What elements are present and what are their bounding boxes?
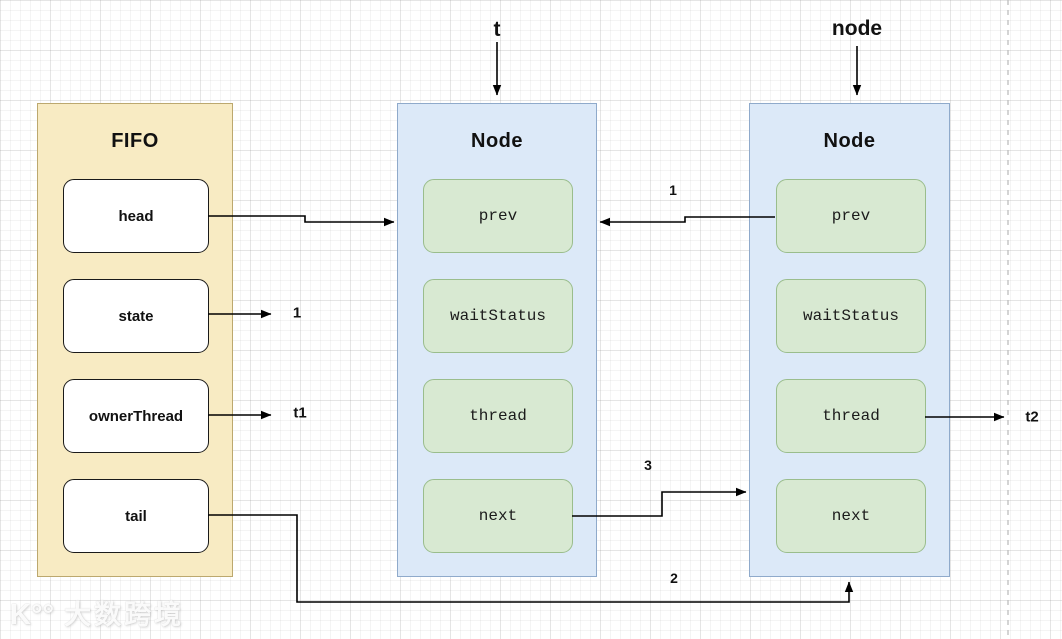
node1-title: Node [471, 129, 523, 152]
node1-field-next: next [423, 479, 573, 553]
node2-field-thread: thread [776, 379, 926, 453]
node1-field-thread: thread [423, 379, 573, 453]
fifo-field-tail: tail [63, 479, 209, 553]
watermark-logo-icon: K°° [10, 599, 55, 631]
label-thread-t: t [493, 18, 501, 41]
watermark: K°° 大数跨境 [10, 593, 184, 632]
node1-field-waitstatus: waitStatus [423, 279, 573, 353]
watermark-text: 大数跨境 [64, 600, 185, 630]
arrow-head-to-node1-prev [208, 215, 395, 227]
node2-field-waitstatus: waitStatus [776, 279, 926, 353]
edge-label-prev-link: 1 [669, 182, 677, 198]
label-state-value: 1 [292, 304, 302, 322]
label-node2-thread-value: t2 [1025, 408, 1039, 426]
node1-field-prev: prev [423, 179, 573, 253]
edge-label-tail-link: 2 [670, 570, 678, 586]
fifo-field-state: state [63, 279, 209, 353]
arrow-node1-next-to-node2 [572, 487, 747, 517]
fifo-field-ownerthread: ownerThread [63, 379, 209, 453]
edge-label-next-link: 3 [644, 457, 652, 473]
label-node-ref: node [831, 17, 883, 40]
label-ownerthread-value: t1 [293, 404, 307, 422]
fifo-container: FIFO head state ownerThread tail [37, 103, 233, 577]
node2-title: Node [823, 129, 876, 152]
node1-container: Node prev waitStatus thread next [397, 103, 597, 577]
node2-field-next: next [776, 479, 926, 553]
node2-container: Node prev waitStatus thread next [749, 103, 950, 577]
fifo-field-head: head [63, 179, 209, 253]
fifo-title: FIFO [111, 129, 159, 152]
node2-field-prev: prev [776, 179, 926, 253]
